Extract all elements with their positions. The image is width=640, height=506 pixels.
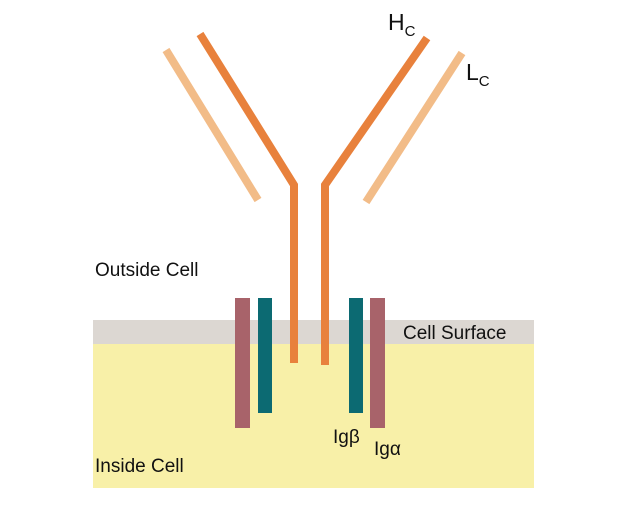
outside-cell-label: Outside Cell xyxy=(95,260,199,281)
heavy-chain-label: HC xyxy=(388,9,416,40)
ig-beta-left xyxy=(258,298,272,413)
ig-beta-label: Igβ xyxy=(333,427,360,448)
heavy-chain-label-sub: C xyxy=(405,23,416,40)
cell-surface-label: Cell Surface xyxy=(403,323,507,344)
ig-alpha-left xyxy=(235,298,250,428)
light-chain-label: LC xyxy=(466,59,490,90)
heavy-chain-left xyxy=(196,31,298,363)
light-chain-label-sub: C xyxy=(479,73,490,90)
inside-cell-label: Inside Cell xyxy=(95,456,184,477)
light-chain-right xyxy=(362,50,466,205)
ig-beta-right xyxy=(349,298,363,413)
light-chain-label-main: L xyxy=(466,59,479,85)
light-chain-left xyxy=(162,47,262,203)
heavy-chain-right xyxy=(321,35,431,365)
inside-cell-region xyxy=(93,343,534,488)
ig-alpha-right xyxy=(370,298,385,428)
ig-alpha-label: Igα xyxy=(374,439,401,460)
heavy-chain-label-main: H xyxy=(388,9,405,35)
cell-membrane-band xyxy=(93,320,534,344)
